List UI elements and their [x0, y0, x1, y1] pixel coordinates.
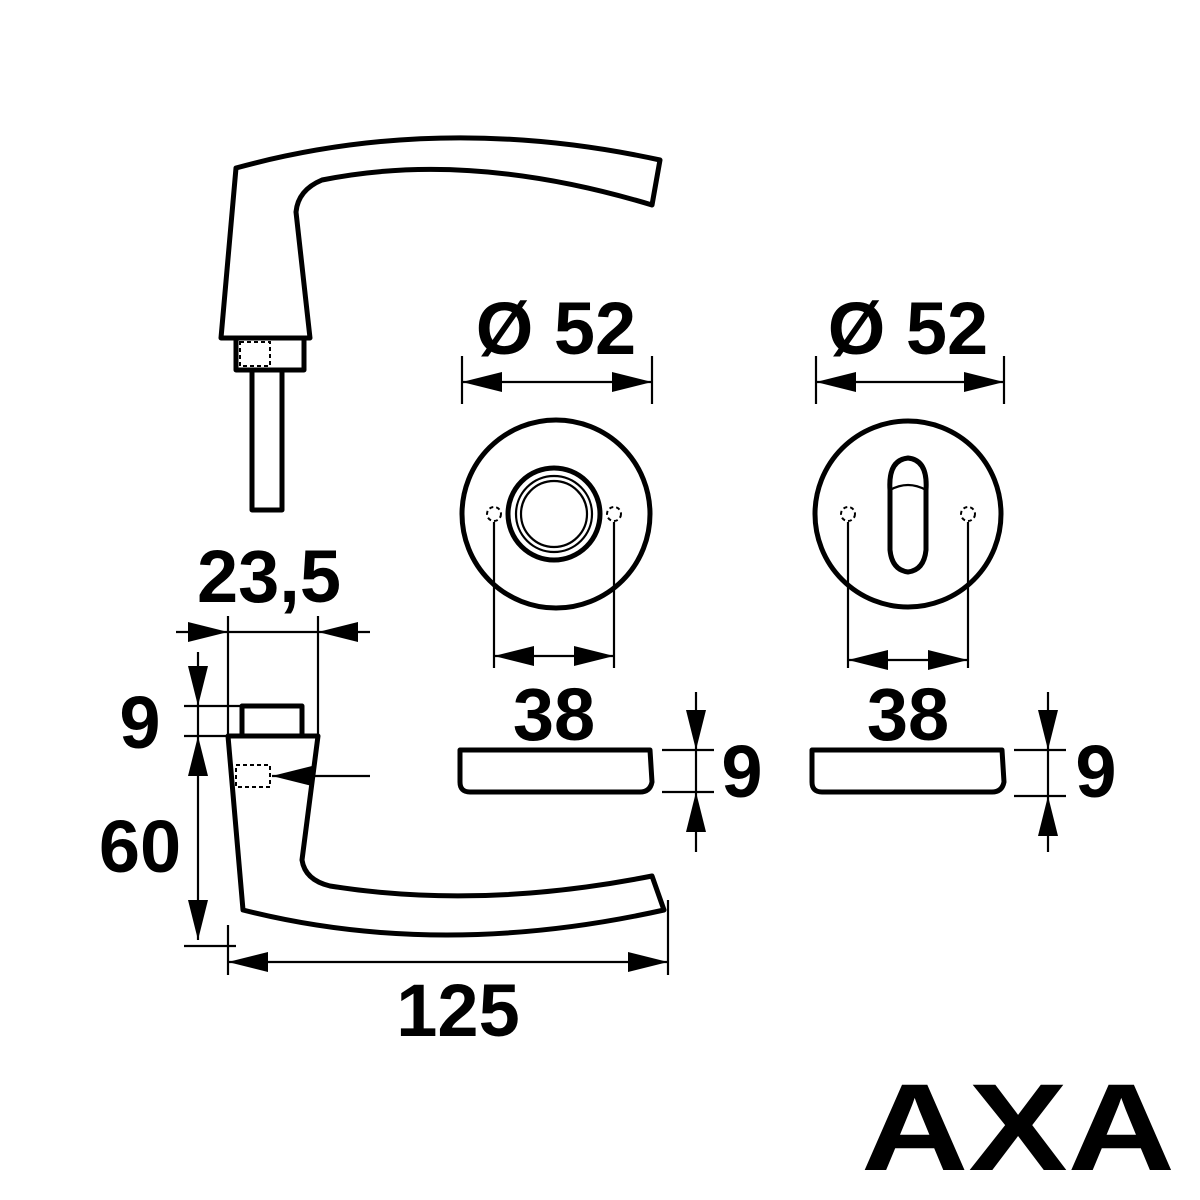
- grip-height-label: 60: [99, 805, 181, 888]
- screw-hole-right: [960, 506, 976, 522]
- axa-logo: AXA: [861, 1059, 1175, 1197]
- length-label: 125: [396, 969, 519, 1052]
- rose-round-diameter-label: Ø 52: [476, 287, 636, 370]
- spindle: [249, 367, 285, 513]
- handle-side-lever: [225, 733, 667, 938]
- keyhole: [887, 455, 929, 575]
- rose-key-plate: [812, 418, 1004, 610]
- handle-side-set-screw: [235, 764, 271, 788]
- rose-round-profile: [457, 747, 655, 795]
- handle-side-collar: [239, 703, 305, 739]
- keyhole-notch: [889, 483, 927, 491]
- rose-key-profile: [809, 747, 1007, 795]
- handle-side-view: 23,5 9 60 125: [99, 535, 670, 1052]
- neck-height-label: 9: [119, 681, 160, 764]
- rose-round-inner-ring: [514, 474, 594, 554]
- rose-round-spindle-hole: [519, 479, 589, 549]
- rose-key-spacing-label: 38: [867, 673, 949, 756]
- screw-hole-left: [840, 506, 856, 522]
- rose-round-plate: [459, 417, 653, 611]
- screw-hole-left: [486, 506, 502, 522]
- rose-key-view: Ø 52 38 9: [809, 287, 1117, 852]
- rose-round-thickness-label: 9: [721, 730, 762, 813]
- handle-top-set-screw: [239, 341, 271, 367]
- rose-round-spacing-label: 38: [513, 673, 595, 756]
- width-label: 23,5: [197, 535, 341, 618]
- handle-top-view: [218, 135, 663, 513]
- rose-key-diameter-label: Ø 52: [828, 287, 988, 370]
- screw-hole-right: [606, 506, 622, 522]
- rose-key-thickness-label: 9: [1075, 730, 1116, 813]
- handle-top-lever: [218, 135, 663, 341]
- rose-round-view: Ø 52 38 9: [457, 287, 763, 852]
- rose-round-outer-ring: [505, 465, 603, 563]
